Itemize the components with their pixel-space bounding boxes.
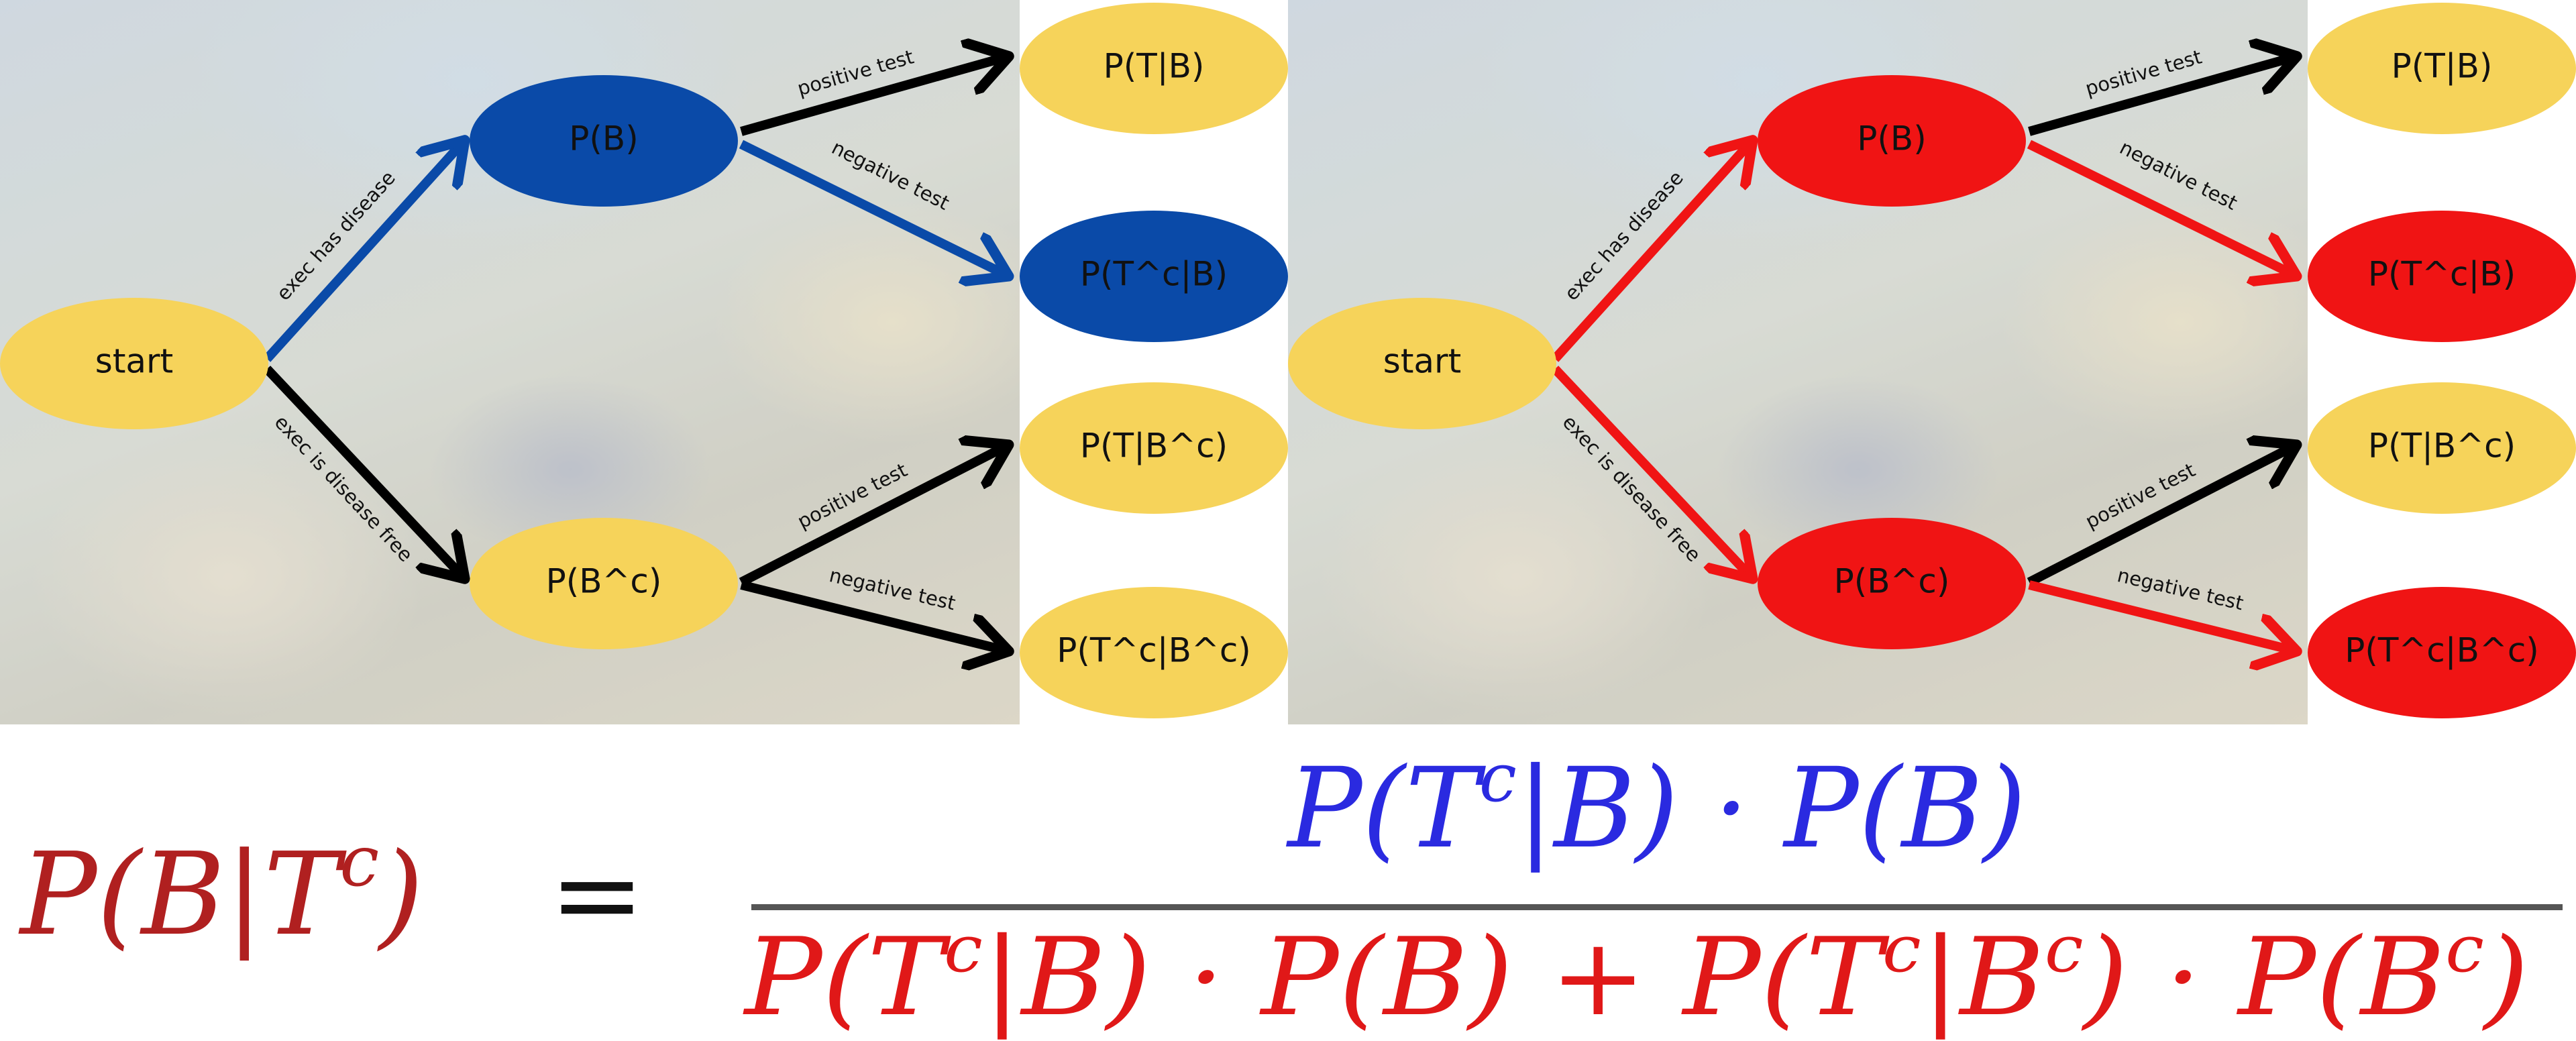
edge-negative-bc [740, 580, 1006, 651]
node-t-bc [2308, 382, 2576, 514]
edge-label-negative-b: negative test [2116, 135, 2241, 214]
node-label-tc-b: P(T^c|B) [2368, 255, 2516, 294]
node-bc [470, 518, 738, 649]
node-label-tc-bc: P(T^c|B^c) [2345, 631, 2539, 670]
node-bc [1758, 518, 2026, 649]
fraction-bar [751, 904, 2563, 910]
node-label-bc: P(B^c) [1834, 562, 1950, 601]
node-start [0, 298, 268, 429]
edge-has-disease [263, 142, 463, 362]
node-b [470, 75, 738, 207]
node-label-t-b: P(T|B) [1104, 47, 1205, 86]
node-label-b: P(B) [569, 119, 638, 158]
node-t-b [1020, 3, 1288, 134]
tree-diagram: exec has disease exec is disease free po… [0, 3, 1288, 718]
node-tc-b [1020, 211, 1288, 342]
edge-negative-b [739, 140, 1006, 275]
node-label-b: P(B) [1857, 119, 1926, 158]
formula-numerator: P(Tc|B) · P(B) [1285, 738, 2026, 873]
node-label-t-bc: P(T|B^c) [2368, 427, 2516, 465]
edge-positive-b [2028, 57, 2294, 136]
node-label-t-b: P(T|B) [2392, 47, 2493, 86]
node-b [1758, 75, 2026, 207]
edge-positive-bc [739, 446, 1006, 587]
node-label-t-bc: P(T|B^c) [1080, 427, 1228, 465]
formula-equals: = [549, 828, 645, 961]
edge-positive-bc [2027, 446, 2294, 587]
node-t-bc [1020, 382, 1288, 514]
edge-negative-b [2027, 140, 2294, 275]
probability-tree-red: exec has disease exec is disease free po… [1288, 0, 2576, 724]
node-label-tc-b: P(T^c|B) [1080, 255, 1228, 294]
node-label-start: start [1383, 342, 1461, 381]
edge-disease-free [263, 366, 463, 577]
node-tc-bc [1020, 587, 1288, 718]
node-start [1288, 298, 1556, 429]
node-label-bc: P(B^c) [546, 562, 662, 601]
probability-tree-blue: exec has disease exec is disease free po… [0, 0, 1288, 724]
formula-lhs: P(B|Tc) [18, 820, 423, 961]
node-label-start: start [95, 342, 173, 381]
node-t-b [2308, 3, 2576, 134]
node-tc-bc [2308, 587, 2576, 718]
edge-label-disease-free: exec is disease free [1558, 410, 1706, 566]
node-tc-b [2308, 211, 2576, 342]
edge-label-disease-free: exec is disease free [270, 410, 418, 566]
tree-diagram: exec has disease exec is disease free po… [1288, 3, 2576, 718]
edge-positive-b [740, 57, 1006, 136]
edge-negative-bc [2028, 580, 2294, 651]
edge-label-negative-b: negative test [828, 135, 953, 214]
edge-disease-free [1551, 366, 1751, 577]
edge-has-disease [1551, 142, 1751, 362]
node-label-tc-bc: P(T^c|B^c) [1057, 631, 1251, 670]
